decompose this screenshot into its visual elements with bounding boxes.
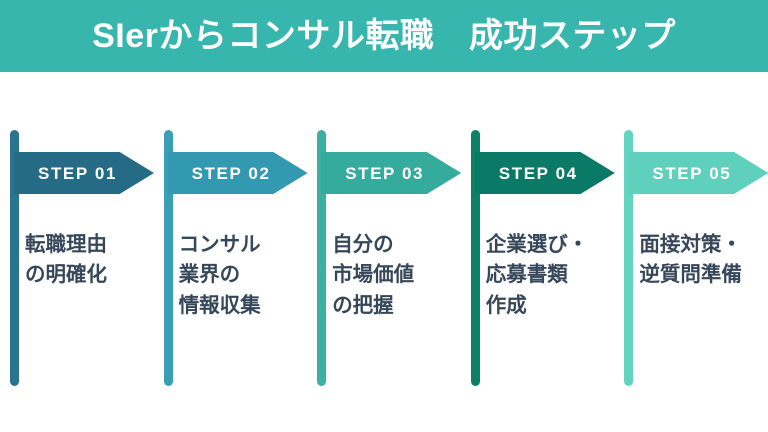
step-description-2: コンサル 業界の 情報収集 xyxy=(178,233,261,317)
steps-row: STEP 01 転職理由 の明確化 STEP 02 コンサル 業界の 情報収集 … xyxy=(0,130,768,388)
step-accent-bar-2 xyxy=(163,130,173,386)
page-title: SIerからコンサル転職 成功ステップ xyxy=(92,17,676,55)
step-label-4: STEP 04 xyxy=(498,163,578,183)
step-accent-bar-3 xyxy=(317,130,327,386)
step-label-3: STEP 03 xyxy=(345,163,425,183)
step-column-1: STEP 01 転職理由 の明確化 xyxy=(0,130,154,388)
step-column-5: STEP 05 面接対策・ 逆質問準備 xyxy=(614,130,768,388)
step-description-5: 面接対策・ 逆質問準備 xyxy=(639,233,742,287)
step-label-1: STEP 01 xyxy=(38,163,117,183)
step-arrow-2: STEP 02 xyxy=(167,152,308,194)
step-label-2: STEP 02 xyxy=(191,163,271,183)
step-arrow-4: STEP 04 xyxy=(474,152,615,194)
step-column-2: STEP 02 コンサル 業界の 情報収集 xyxy=(154,130,308,388)
step-description-4: 企業選び・ 応募書類 作成 xyxy=(485,233,589,317)
step-arrow-1: STEP 01 xyxy=(14,152,154,194)
step-column-4: STEP 04 企業選び・ 応募書類 作成 xyxy=(461,130,615,388)
step-accent-bar-5 xyxy=(624,130,634,386)
step-arrow-3: STEP 03 xyxy=(321,152,462,194)
step-column-3: STEP 03 自分の 市場価値 の把握 xyxy=(307,130,462,388)
step-label-5: STEP 05 xyxy=(652,163,732,183)
step-accent-bar-1 xyxy=(10,130,19,386)
step-accent-bar-4 xyxy=(470,130,480,386)
step-arrow-5: STEP 05 xyxy=(628,152,768,194)
header-band: SIerからコンサル転職 成功ステップ xyxy=(0,0,768,72)
step-description-1: 転職理由 の明確化 xyxy=(25,233,107,287)
step-description-3: 自分の 市場価値 の把握 xyxy=(332,233,415,317)
